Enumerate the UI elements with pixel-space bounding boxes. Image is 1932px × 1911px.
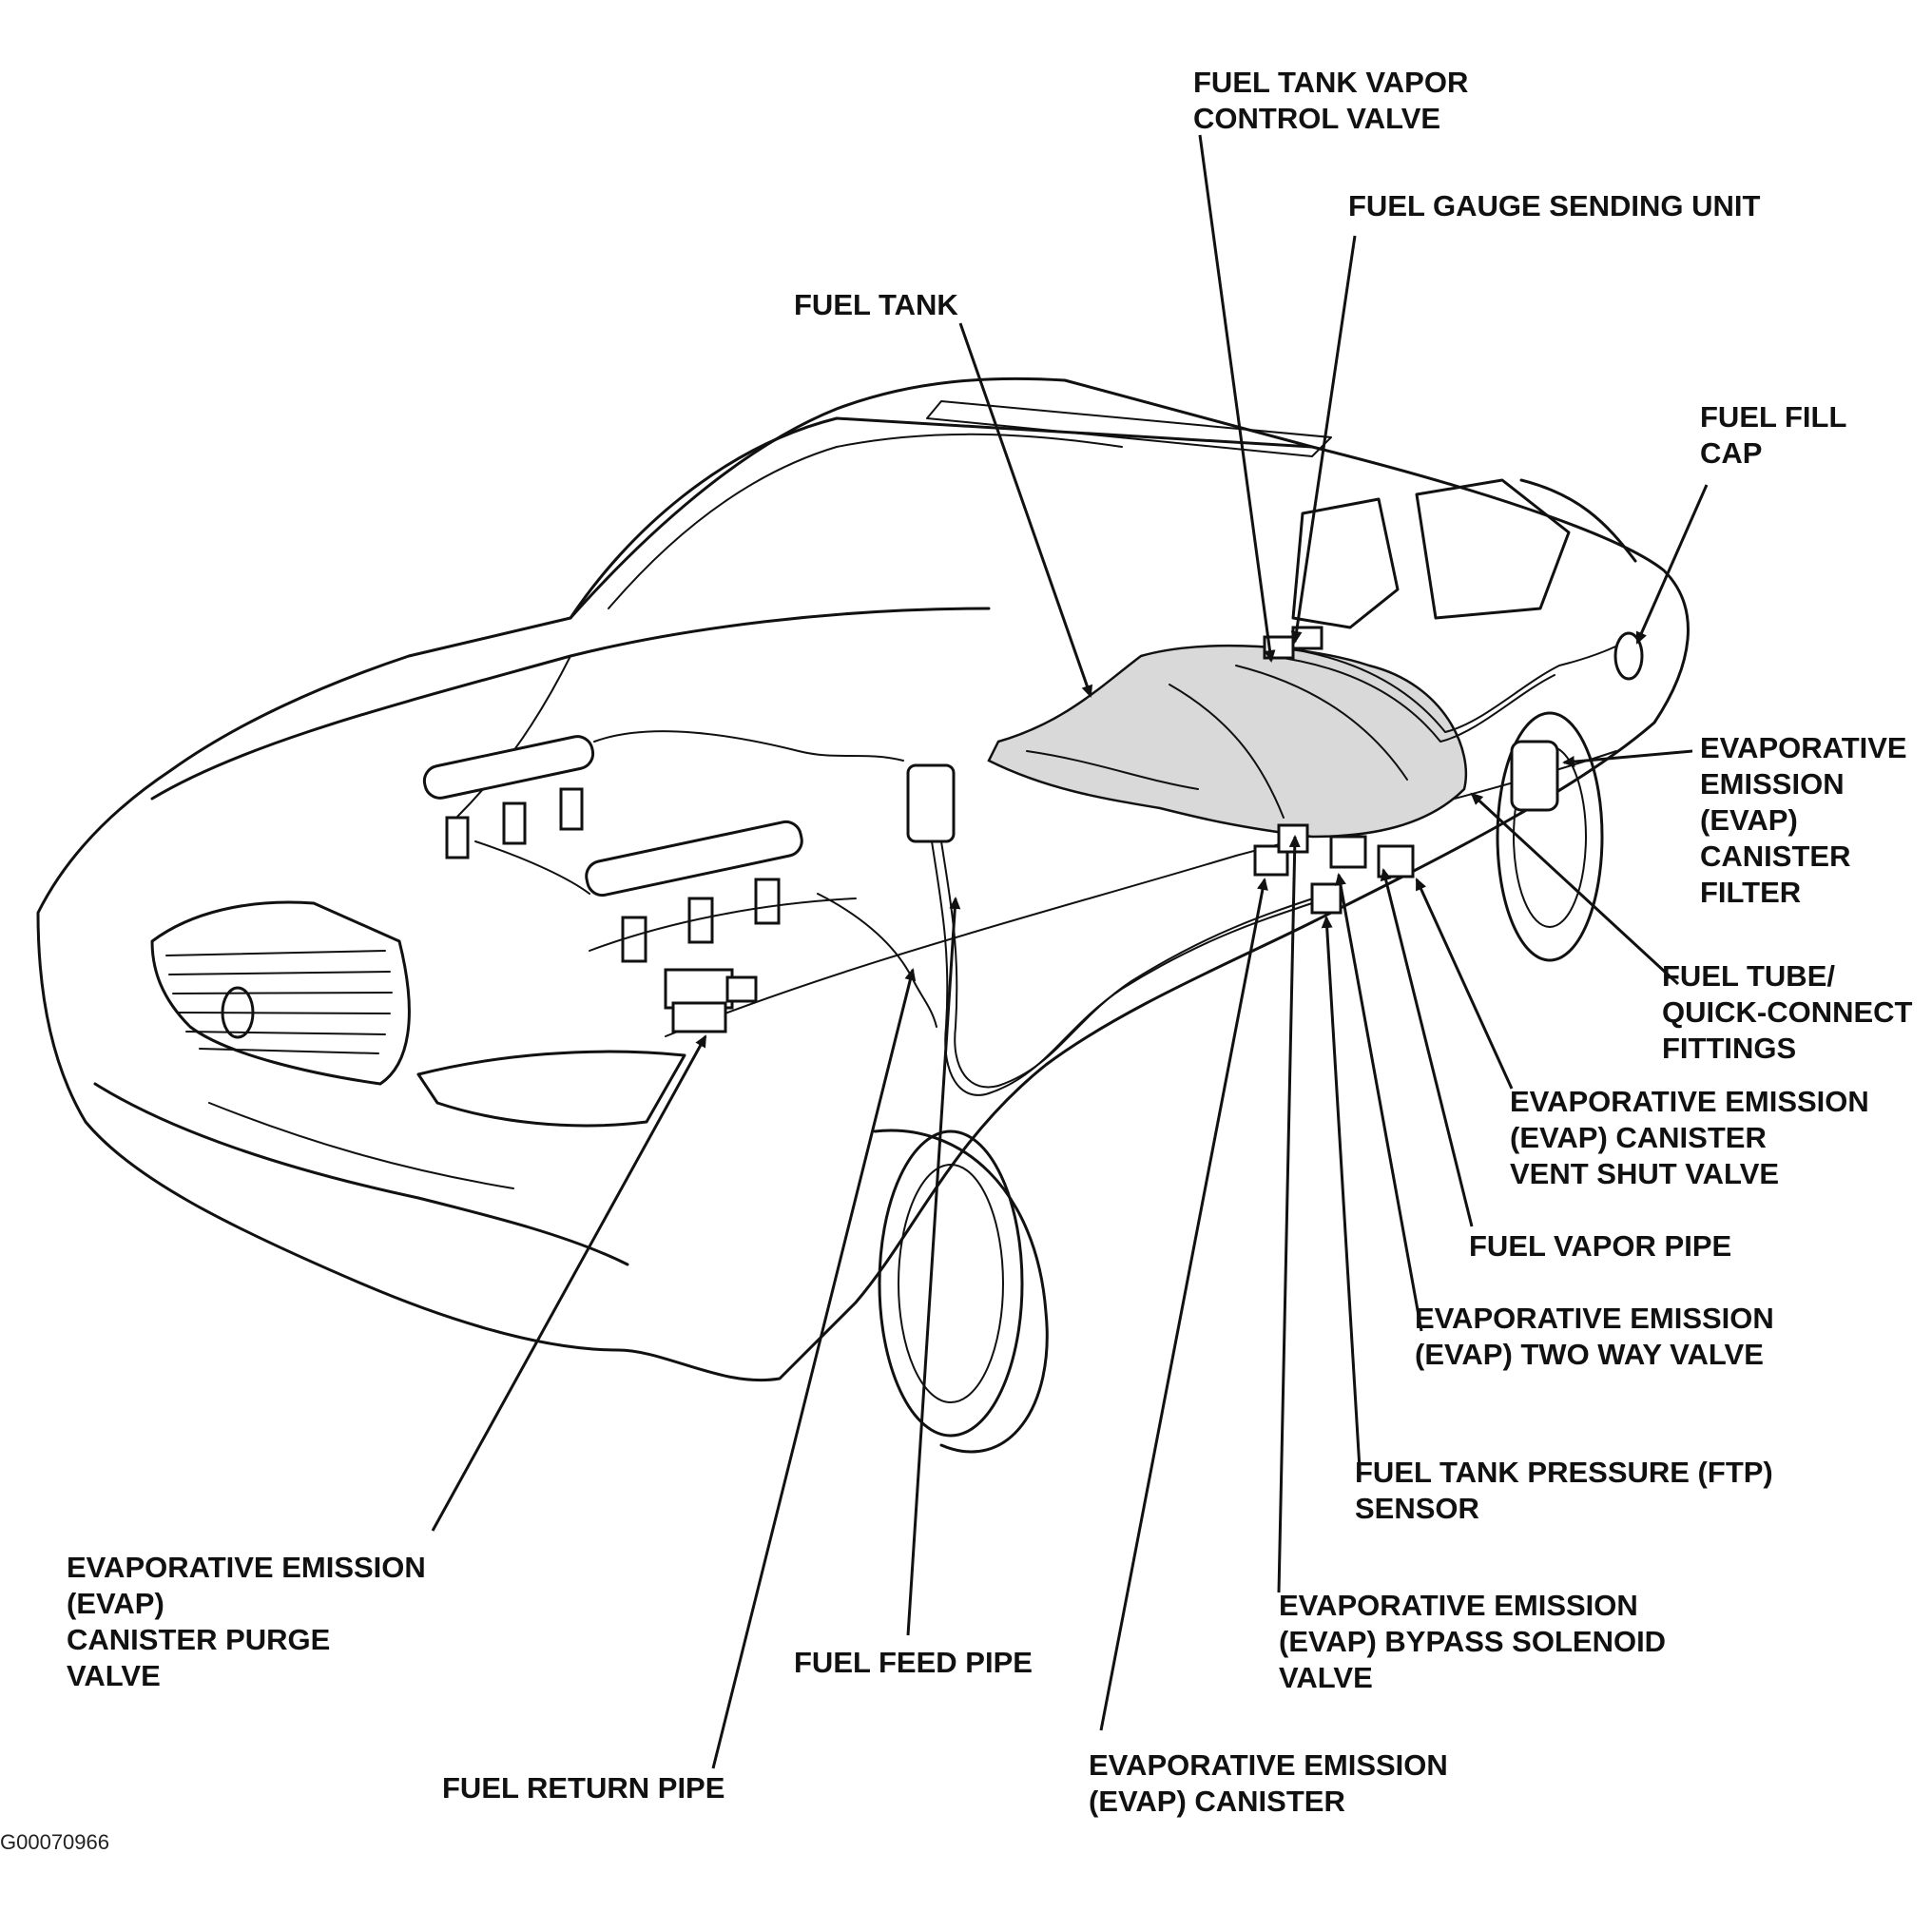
fuel-rails (422, 730, 904, 963)
label-ftp-sensor: FUEL TANK PRESSURE (FTP) SENSOR (1355, 1456, 1773, 1525)
label-evap-two-way-valve: EVAPORATIVE EMISSION (EVAP) TWO WAY VALV… (1415, 1302, 1774, 1371)
injectors (445, 787, 781, 963)
label-fuel-tank: FUEL TANK (794, 288, 958, 321)
label-fuel-vapor-pipe: FUEL VAPOR PIPE (1469, 1229, 1732, 1263)
label-evap-canister: EVAPORATIVE EMISSION (EVAP) CANISTER (1089, 1748, 1448, 1818)
fuel-tank (987, 644, 1468, 839)
label-fuel-feed-pipe: FUEL FEED PIPE (794, 1646, 1033, 1679)
evap-components (1253, 626, 1644, 915)
label-fuel-gauge-sending-unit: FUEL GAUGE SENDING UNIT (1348, 189, 1761, 222)
car-body (36, 376, 1690, 1454)
figure-id: G00070966 (0, 1830, 109, 1854)
purge-valve (664, 968, 758, 1033)
label-evap-canister-filter: EVAPORATIVE EMISSION (EVAP) CANISTER FIL… (1700, 731, 1907, 909)
label-evap-canister-purge-valve: EVAPORATIVE EMISSION (EVAP) CANISTER PUR… (67, 1551, 426, 1692)
label-fuel-tank-vapor-control-valve: FUEL TANK VAPOR CONTROL VALVE (1193, 66, 1469, 135)
fuel-lines (589, 636, 1636, 1096)
front-grille (150, 900, 411, 1086)
label-evap-bypass-solenoid-valve: EVAPORATIVE EMISSION (EVAP) BYPASS SOLEN… (1279, 1589, 1667, 1694)
label-fuel-tube-quick-connect: FUEL TUBE/ QUICK-CONNECT FITTINGS (1662, 959, 1913, 1065)
leader-lines (431, 134, 1709, 1769)
front-wheel (873, 1129, 1049, 1454)
label-fuel-fill-cap: FUEL FILL CAP (1700, 400, 1847, 470)
label-fuel-return-pipe: FUEL RETURN PIPE (442, 1771, 725, 1805)
label-evap-canister-vent-shut-valve: EVAPORATIVE EMISSION (EVAP) CANISTER VEN… (1510, 1085, 1869, 1190)
